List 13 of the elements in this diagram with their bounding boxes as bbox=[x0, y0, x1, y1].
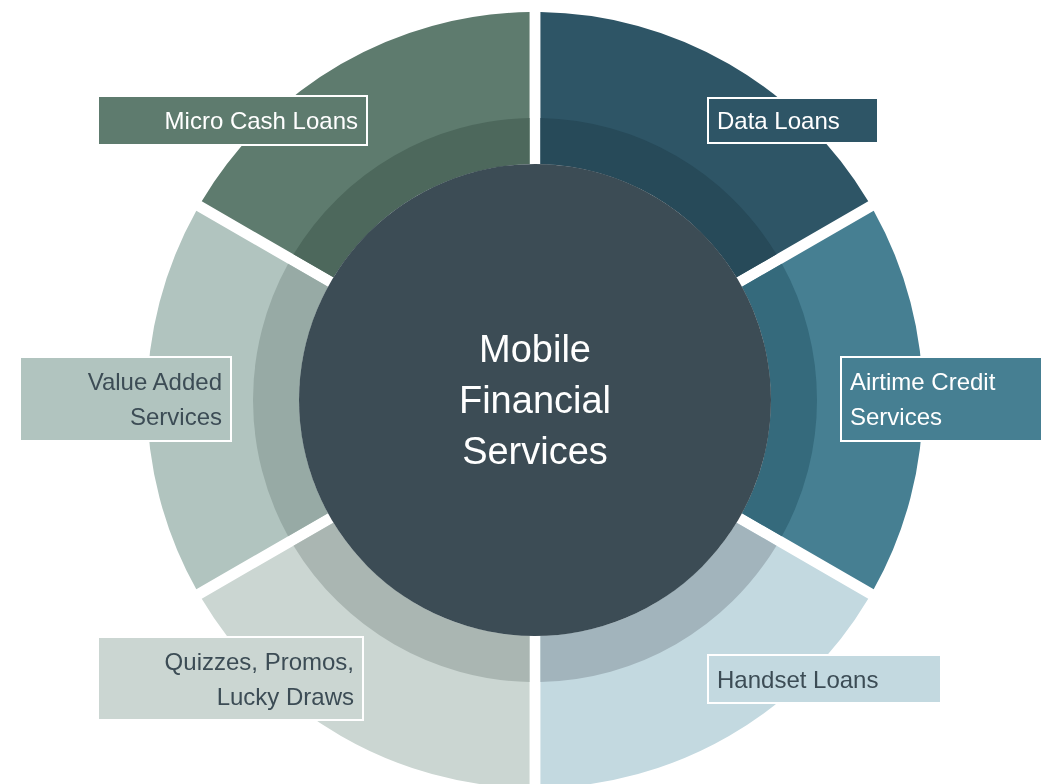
segment-label: Value Added Services bbox=[86, 367, 223, 432]
segment-label: Handset Loans bbox=[716, 664, 880, 695]
label-box bbox=[840, 356, 1043, 442]
label-box bbox=[707, 654, 942, 704]
segment-label: Micro Cash Loans bbox=[163, 106, 359, 136]
label-box bbox=[19, 356, 232, 442]
label-box bbox=[97, 95, 368, 146]
center-title: Mobile Financial Services bbox=[457, 326, 613, 474]
segment-label: Data Loans bbox=[716, 106, 841, 136]
segment-label: Quizzes, Promos, Lucky Draws bbox=[163, 646, 355, 712]
segment-label: Airtime Credit Services bbox=[849, 367, 997, 432]
label-box bbox=[707, 97, 879, 144]
label-box bbox=[97, 636, 364, 721]
